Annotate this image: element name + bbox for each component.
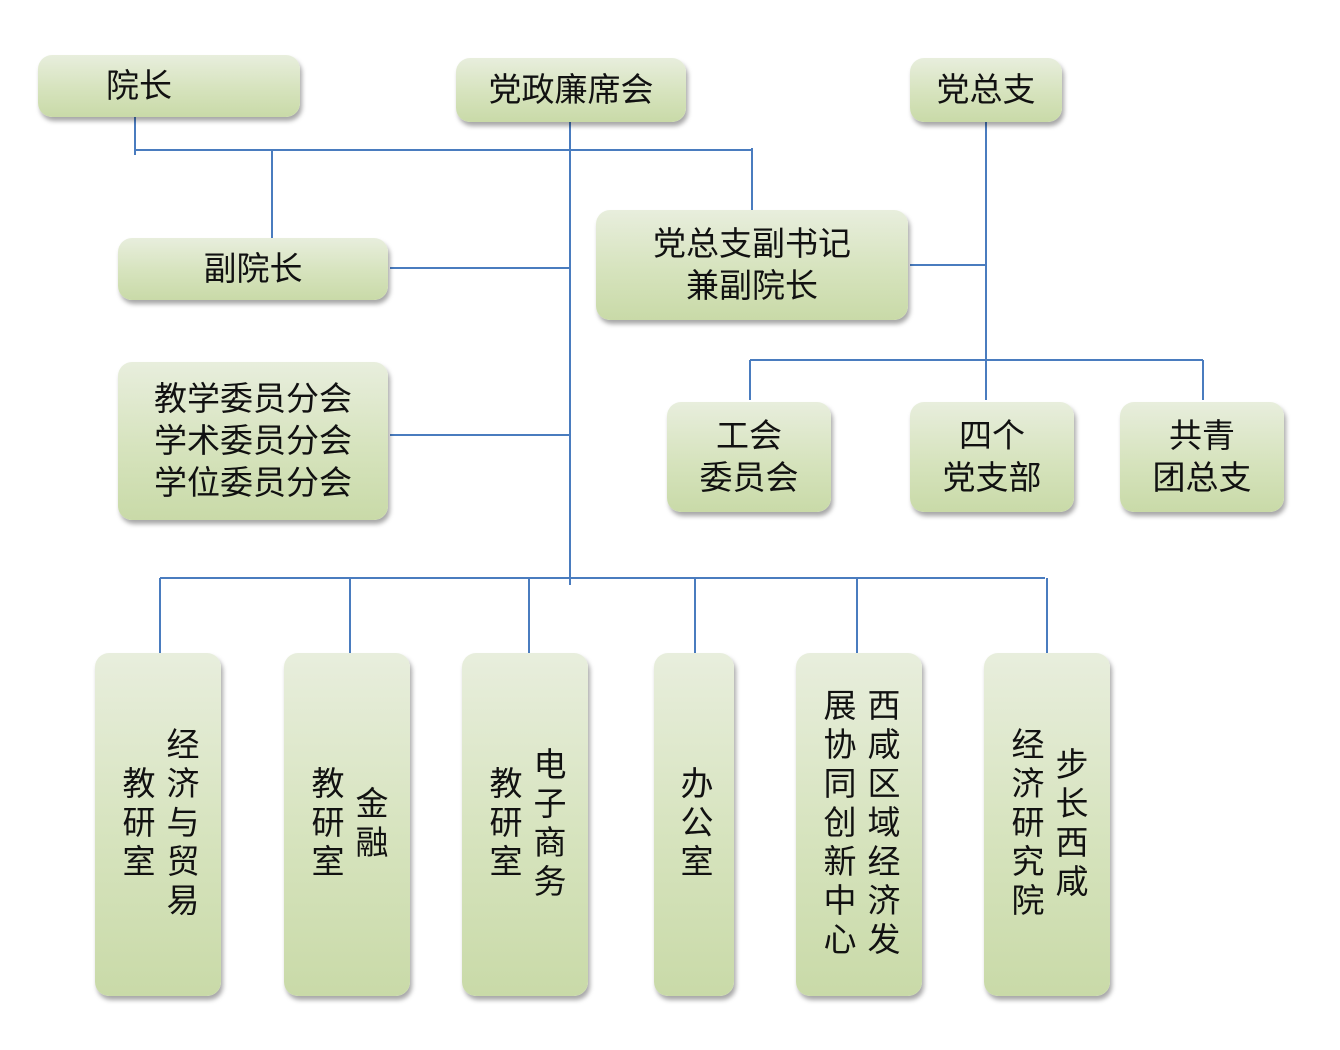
deputy-secretary-box: 党总支副书记 兼副院长 [596,210,908,320]
party-branch-label: 党总支 [936,70,1036,109]
youth-league-box: 共青 团总支 [1120,402,1284,512]
finance-office-label: 金融 教研室 [306,766,389,883]
trade-union-label: 工会 委员会 [699,416,799,497]
econ-trade-office-label: 经济与贸易 教研室 [117,727,200,922]
party-admin-meeting-label: 党政廉席会 [488,70,654,109]
party-branch-box: 党总支 [910,58,1062,122]
four-branches-label: 四个 党支部 [942,416,1042,497]
ecommerce-office-label: 电子商务 教研室 [484,746,567,903]
youth-league-label: 共青 团总支 [1152,416,1252,497]
econ-trade-office-box: 经济与贸易 教研室 [95,653,221,996]
vice-dean-label: 副院长 [203,249,303,288]
research-institute-label: 步长西咸 经济研究院 [1006,727,1089,922]
innovation-center-label: 西咸区域经济发 展协同创新中心 [818,688,901,961]
office-box: 办公室 [654,653,734,996]
dean-label: 院长 [106,66,172,105]
office-label: 办公室 [675,766,714,883]
finance-office-box: 金融 教研室 [284,653,410,996]
deputy-secretary-label: 党总支副书记 兼副院长 [653,224,851,305]
ecommerce-office-box: 电子商务 教研室 [462,653,588,996]
party-admin-meeting-box: 党政廉席会 [456,58,686,122]
four-branches-box: 四个 党支部 [910,402,1074,512]
committees-label: 教学委员分会 学术委员分会 学位委员分会 [154,379,352,502]
innovation-center-box: 西咸区域经济发 展协同创新中心 [796,653,922,996]
trade-union-box: 工会 委员会 [667,402,831,512]
vice-dean-box: 副院长 [118,238,388,300]
committees-box: 教学委员分会 学术委员分会 学位委员分会 [118,362,388,520]
research-institute-box: 步长西咸 经济研究院 [984,653,1110,996]
dean-box: 院长 [38,55,300,117]
